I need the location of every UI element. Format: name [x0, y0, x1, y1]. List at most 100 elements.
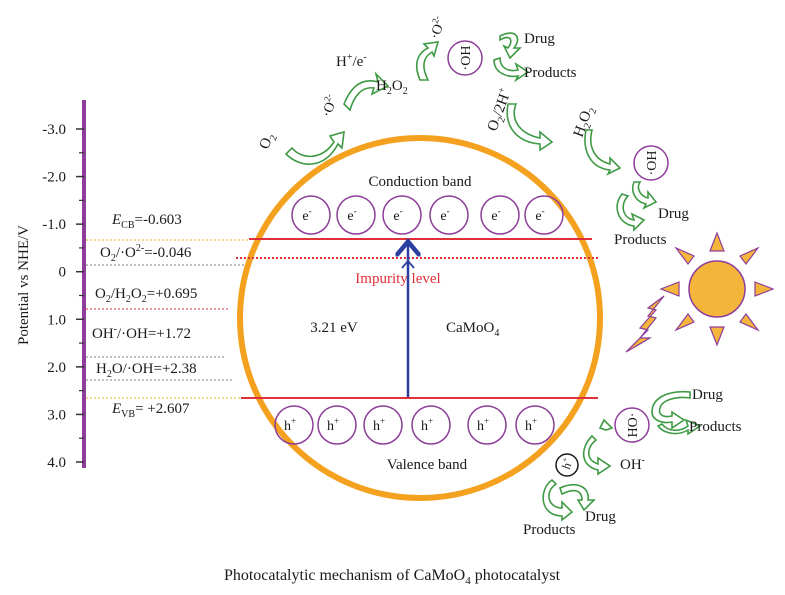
valence-band-label: Valence band: [387, 457, 468, 473]
electron-symbol: e-: [393, 206, 402, 224]
hole-symbol: h+: [327, 416, 339, 434]
ho-radical: HO·: [626, 413, 641, 438]
h2o2-label: O2/H2O2=+0.695: [95, 286, 197, 305]
hole-symbol: h+: [525, 416, 537, 434]
tick-label: -2.0: [42, 170, 66, 186]
drug-label-3: Drug: [692, 387, 723, 403]
arrow-ho-in: [598, 418, 614, 431]
o2-superoxide-label: O2/·O2-=-0.046: [100, 243, 192, 264]
superoxide-species: ·O2-: [317, 92, 342, 119]
h-plus-species: h+: [558, 455, 576, 470]
products-label-2: Products: [614, 232, 667, 248]
arrow-o2-to-h2o2: [506, 103, 554, 152]
oh-minus-species: OH-: [620, 455, 645, 473]
sun-ray-nw: [674, 246, 695, 265]
tick-label: 4.0: [47, 455, 66, 471]
sun-disk: [688, 260, 746, 318]
h2o-label: H2O/·OH=+2.38: [96, 361, 197, 380]
hole-bubble: [274, 405, 314, 445]
electron-symbol: e-: [302, 206, 311, 224]
electron-bubble: [524, 195, 564, 235]
material-label: CaMoO4: [446, 320, 499, 339]
hole-bubble: [317, 405, 357, 445]
oh-radical-bubble-2: [633, 145, 669, 181]
arrow-h2o2-to-oh: [415, 41, 440, 81]
tick-label: 1.0: [47, 312, 66, 328]
products-label-3: Products: [689, 419, 742, 435]
electron-bubble: [382, 195, 422, 235]
axis-ticks: -3.0 -2.0 -1.0 0 1.0 2.0 3.0 4.0: [42, 122, 84, 471]
reaction-arrows: [284, 32, 691, 522]
hole-bubble: [555, 453, 579, 477]
evb-label: EVB= +2.607: [111, 401, 190, 420]
electron-symbol: e-: [535, 206, 544, 224]
hole-bubble: [363, 405, 403, 445]
products-label-1: Products: [524, 65, 577, 81]
impurity-arrowhead: [401, 259, 415, 269]
hole-symbol: h+: [477, 416, 489, 434]
hole-row: h+h+h+h+h+h+: [274, 405, 555, 445]
ho-radical-bubble: [614, 407, 650, 443]
hole-bubble: [515, 405, 555, 445]
arrow-products-1: [493, 56, 530, 83]
h2o2-species-2: H2O2: [571, 104, 600, 140]
hole-bubble: [411, 405, 451, 445]
lightning-icon: [625, 295, 665, 353]
arrow-o2-to-superoxide: [284, 130, 345, 165]
electron-symbol: e-: [347, 206, 356, 224]
drug-label-1: Drug: [524, 31, 555, 47]
particle-outline: [237, 135, 603, 501]
electron-symbol: e-: [440, 206, 449, 224]
sun-ray-s: [709, 326, 725, 347]
electron-symbol: e-: [491, 206, 500, 224]
tick-label: -1.0: [42, 217, 66, 233]
oh-radical-2: ·OH: [645, 151, 660, 176]
arrow-drug-2: [631, 181, 658, 210]
sun-ray-e: [754, 281, 775, 297]
electron-bubble: [480, 195, 520, 235]
drug-label-2: Drug: [658, 206, 689, 222]
tick-label: 2.0: [47, 360, 66, 376]
arrow-drug-1: [499, 32, 522, 60]
arrow-drug-3: [651, 390, 691, 430]
arrow-h2o2-to-oh-2: [584, 129, 622, 176]
o2-2h-species: O2/2H+: [483, 86, 518, 135]
band-gap-label: 3.21 eV: [310, 320, 358, 336]
sun-icon: [659, 231, 775, 347]
hole-symbol: h+: [284, 416, 296, 434]
hole-symbol: h+: [421, 416, 433, 434]
arrow-oh-minus: [582, 434, 612, 476]
h-e-species: H+/e-: [336, 52, 367, 70]
sun-ray-ne: [739, 246, 760, 265]
arrow-drug-4: [542, 478, 574, 522]
sun-ray-w: [659, 281, 680, 297]
drug-label-4: Drug: [585, 509, 616, 525]
tick-label: 0: [59, 265, 67, 281]
oh-radical-1: ·OH: [459, 46, 474, 71]
oh-label: OH-/·OH=+1.72: [92, 324, 191, 342]
camoo4-particle: Conduction band Impurity level 3.21 eV C…: [236, 135, 603, 501]
sun-ray-n: [709, 231, 725, 252]
superoxide-species-2: ·O2-: [425, 14, 450, 41]
hole-bubble: [467, 405, 507, 445]
oh-radical-bubble-1: [447, 40, 483, 76]
electron-bubble: [336, 195, 376, 235]
figure-caption: Photocatalytic mechanism of CaMoO4 photo…: [224, 567, 561, 587]
conduction-band-label: Conduction band: [369, 174, 472, 190]
o2-species: O2: [257, 131, 280, 152]
electron-bubble: [429, 195, 469, 235]
tick-label: 3.0: [47, 407, 66, 423]
h2o2-species-1: H2O2: [376, 78, 408, 97]
arrow-products-3: [656, 418, 702, 436]
arrow-products-2: [616, 193, 646, 232]
ecb-label: ECB=-0.603: [111, 212, 182, 231]
sun-ray-se: [739, 313, 760, 332]
arrow-products-4: [559, 484, 596, 512]
electron-bubble: [291, 195, 331, 235]
potential-axis: -3.0-2.0-1.001.02.03.04.0 Potential vs N…: [16, 100, 86, 471]
tick-label: -3.0: [42, 122, 66, 138]
impurity-level-label: Impurity level: [355, 271, 440, 287]
sun-ray-sw: [674, 313, 695, 332]
